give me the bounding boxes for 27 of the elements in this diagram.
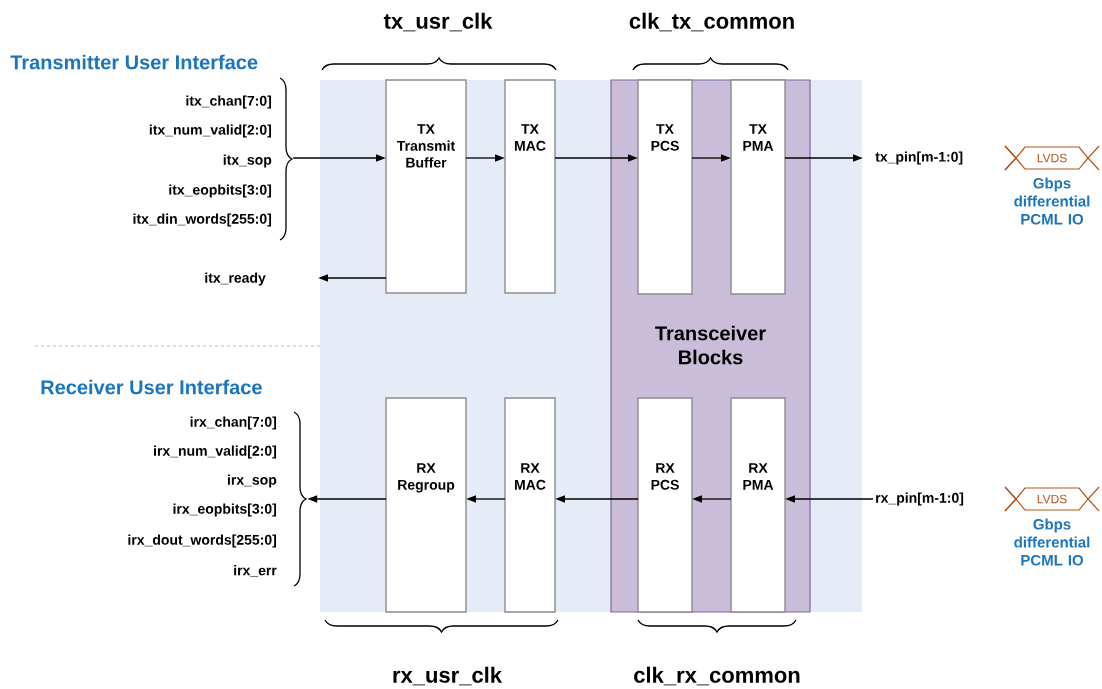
io-caption: Gbps differential PCML IO	[1014, 518, 1090, 566]
signal-label: irx_eopbits[3:0]	[173, 503, 276, 517]
signal-label: irx_chan[7:0]	[190, 416, 276, 430]
clock-label: clk_tx_common	[629, 12, 794, 32]
curly-brace	[293, 411, 307, 587]
signal-label: tx_pin[m-1:0]	[875, 151, 963, 165]
io-caption: Gbps differential PCML IO	[1014, 177, 1090, 225]
curly-brace	[279, 77, 293, 241]
signal-label: irx_dout_words[255:0]	[128, 534, 276, 548]
signal-label: itx_ready	[205, 272, 266, 286]
signal-label: irx_err	[234, 565, 277, 577]
block-box: TX Transmit Buffer	[385, 79, 467, 294]
signal-label: rx_pin[m-1:0]	[876, 492, 964, 506]
section-heading: Transmitter User Interface	[10, 54, 258, 70]
clock-label: clk_rx_common	[634, 666, 800, 686]
clock-label: tx_usr_clk	[383, 12, 493, 32]
block-box: TX PCS	[637, 79, 693, 295]
block-box: TX PMA	[730, 79, 786, 295]
block-box: RX PMA	[730, 397, 786, 613]
block-box: RX PCS	[637, 397, 693, 613]
block-box: TX MAC	[504, 79, 556, 294]
block-box: RX Regroup	[385, 397, 467, 613]
block-box: RX MAC	[504, 397, 556, 613]
clock-label: rx_usr_clk	[393, 666, 503, 686]
signal-label: irx_num_valid[2:0]	[154, 445, 276, 459]
signal-label: irx_sop	[228, 474, 277, 488]
section-heading: Receiver User Interface	[41, 379, 262, 395]
